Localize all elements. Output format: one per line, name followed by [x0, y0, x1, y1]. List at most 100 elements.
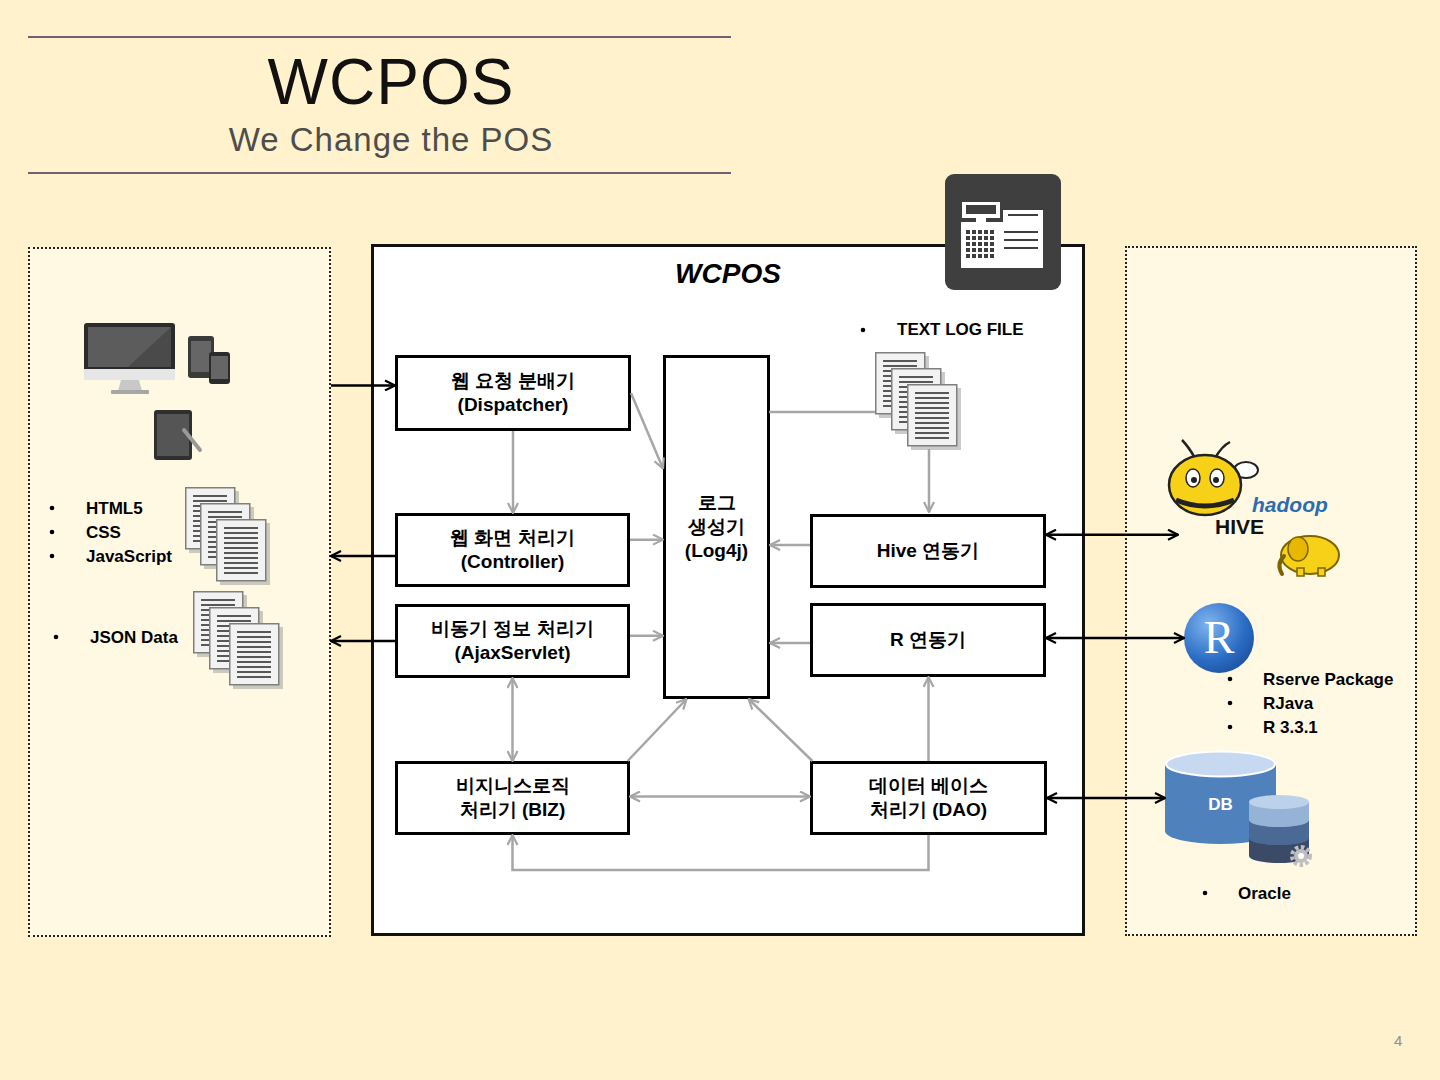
log-file-wire [769, 411, 875, 414]
pos-icon [1004, 232, 1038, 248]
external-flow-arrow [1046, 533, 1178, 536]
client-devices [191, 341, 211, 372]
client-devices [84, 323, 230, 460]
database-cylinder: DB [1165, 750, 1312, 868]
client-devices [88, 327, 171, 367]
text-holder: Rserve Package [1263, 670, 1393, 690]
pos-icon [962, 202, 1000, 218]
text-holder: WCPOS [374, 257, 1082, 291]
hadoop-elephant [1318, 568, 1325, 576]
internal-flow-arrow [630, 635, 663, 638]
internal-flow-arrow [631, 393, 663, 469]
document-icons [217, 520, 270, 585]
hadoop-elephant [1297, 568, 1304, 576]
external-panel: Rserve PackageRJava R 3.3.1Oracle hadoopHI… [1125, 246, 1417, 936]
box-label: 데이터 베이스 처리기 (DAO) [859, 774, 999, 822]
client-panel: HTML5CSS JavaScriptJSON Data [28, 247, 331, 937]
client-devices [111, 390, 149, 394]
list-item: JavaScript [86, 547, 172, 567]
internal-flow-arrow [512, 431, 515, 513]
client-devices [209, 352, 230, 384]
pos-icon [945, 174, 1061, 290]
bullet-dot [1228, 701, 1233, 706]
hive-bee [1213, 477, 1219, 483]
process-box: 비동기 정보 처리기 (AjaxServlet) [395, 604, 630, 678]
text-holder: We Change the POS [140, 122, 642, 158]
hive-logo: hadoopHIVE [1178, 447, 1345, 580]
document-icons [186, 488, 239, 553]
document-icons [210, 608, 263, 673]
text-holder: hadoop [1252, 494, 1328, 516]
text-holder: CSS [86, 523, 121, 543]
list-item: R 3.3.1 [1263, 718, 1318, 738]
pos-icon [1008, 214, 1038, 216]
list-item: JSON Data [90, 628, 178, 648]
client-devices [188, 336, 214, 378]
slide-title: WCPOS [40, 50, 742, 114]
internal-flow-arrow [927, 677, 930, 761]
hive-bee [1234, 462, 1258, 478]
external-flow-arrow [331, 640, 395, 643]
database-shape [1166, 752, 1275, 777]
client-devices [184, 430, 200, 450]
box-label: 비지니스로직 처리기 (BIZ) [443, 774, 583, 822]
bullet-dot [50, 506, 55, 511]
internal-flow-arrow [770, 642, 810, 645]
box-label: Hive 연동기 [877, 539, 979, 563]
pos-icon [976, 218, 986, 223]
text-holder: RJava [1263, 694, 1313, 714]
logo-text: DB [1165, 793, 1276, 817]
box-label: 비동기 정보 처리기 (AjaxServlet) [413, 617, 613, 665]
client-devices [88, 327, 171, 367]
pos-icon [966, 230, 994, 258]
database-shape [1294, 849, 1308, 863]
bullet-dot [50, 530, 55, 535]
box-label: 웹 요청 분배기 (Dispatcher) [428, 369, 598, 417]
pos-icon [1003, 210, 1043, 222]
hive-bee [1186, 469, 1200, 487]
process-box: 로그 생성기 (Log4j) [663, 355, 770, 699]
process-box: R 연동기 [810, 603, 1046, 677]
external-flow-arrow [1046, 637, 1184, 640]
bullet-dot [861, 328, 866, 333]
process-box: 비지니스로직 처리기 (BIZ) [395, 761, 630, 835]
logo-text: HIVE [1215, 516, 1264, 538]
title-rule [28, 37, 731, 173]
external-flow-arrow [331, 384, 395, 387]
text-holder: 4 [1394, 1032, 1402, 1050]
internal-flow-arrow [513, 835, 929, 870]
client-devices [84, 323, 175, 380]
log-file-wire [928, 449, 931, 512]
pos-icon [945, 174, 1061, 290]
list-item: CSS [86, 523, 121, 543]
process-box: 데이터 베이스 처리기 (DAO) [810, 761, 1047, 835]
document-icons [230, 624, 283, 689]
box-label: 웹 화면 처리기 (Controller) [428, 526, 598, 574]
document-icons [194, 592, 247, 657]
external-flow-arrow [331, 555, 395, 558]
text-holder: JSON Data [90, 628, 178, 648]
database-shape [1249, 795, 1309, 809]
database-shape [1292, 847, 1310, 865]
bullet-dot [1203, 891, 1208, 896]
text-holder: JavaScript [86, 547, 172, 567]
text-holder: HTML5 [86, 499, 143, 519]
text-holder: Oracle [1238, 884, 1291, 904]
text-holder: WCPOS [40, 50, 742, 114]
process-box: Hive 연동기 [810, 514, 1046, 588]
bullet-dot [50, 554, 55, 559]
bullet-dot [1228, 677, 1233, 682]
internal-flow-arrow [749, 699, 813, 761]
hive-bee [1215, 442, 1230, 458]
frame-heading: WCPOS [374, 257, 1082, 291]
text-holder: DB [1165, 793, 1276, 817]
bullet-dot [54, 635, 59, 640]
bullet-dot [1228, 725, 1233, 730]
hadoop-elephant [1281, 536, 1339, 574]
document-icons [201, 504, 254, 569]
subtitle: We Change the POS [140, 122, 642, 158]
client-devices [118, 380, 142, 391]
client-devices [84, 369, 175, 380]
